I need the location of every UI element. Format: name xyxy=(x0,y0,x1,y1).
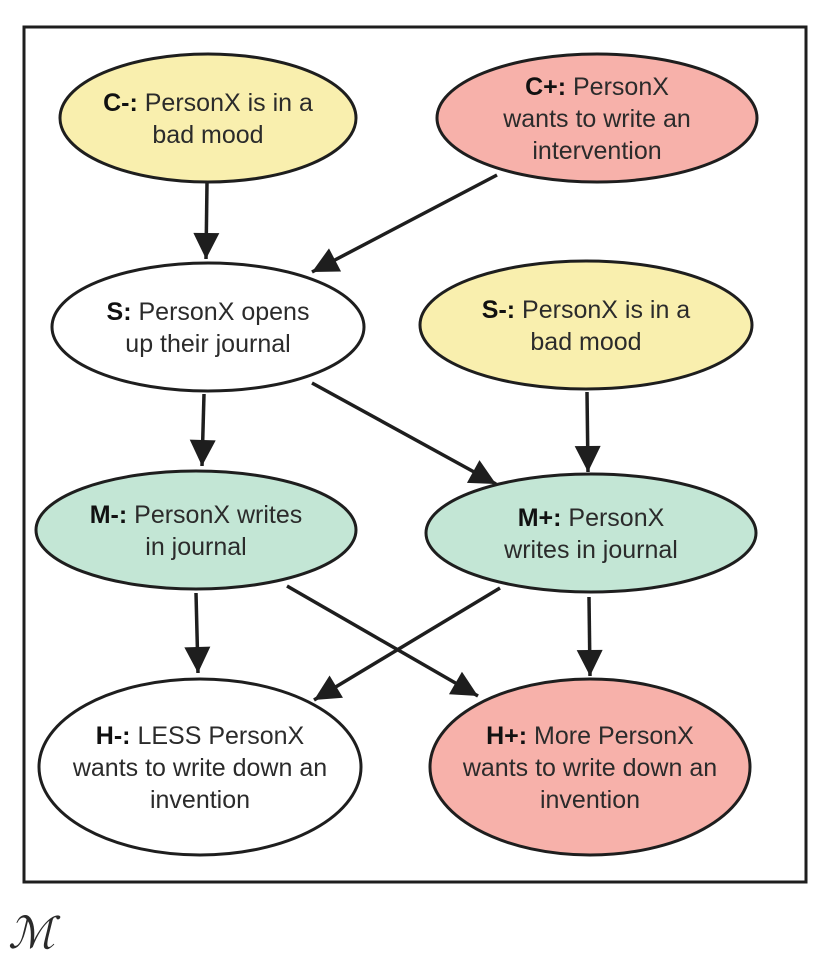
nodes-layer: C-: PersonX is in a bad mood C+: PersonX wa… xyxy=(34,52,759,857)
node-text-line: intervention xyxy=(532,137,661,165)
node-key: S: xyxy=(107,298,132,326)
node-m-plus: M+: PersonX writes in journal xyxy=(424,472,758,594)
node-c-minus-label: C-: PersonX is in a bad mood xyxy=(103,89,313,149)
node-text-line: bad mood xyxy=(152,121,263,149)
node-s-minus-label: S-: PersonX is in a bad mood xyxy=(482,296,691,356)
node-m-minus: M-: PersonX writes in journal xyxy=(34,469,358,591)
node-text-line: wants to write an xyxy=(502,105,691,133)
node-s-minus: S-: PersonX is in a bad mood xyxy=(418,259,754,391)
node-s-ellipse xyxy=(50,261,366,393)
node-text-line: invention xyxy=(150,786,250,814)
node-key: C-: xyxy=(103,89,138,117)
node-s: S: PersonX opens up their journal xyxy=(50,261,366,393)
node-text-line: PersonX writes xyxy=(127,501,302,529)
node-text-line: wants to write down an xyxy=(462,754,717,782)
node-m-plus-label: M+: PersonX writes in journal xyxy=(503,504,678,564)
node-c-plus-ellipse xyxy=(435,52,759,184)
node-h-plus: H+: More PersonX wants to write down an in… xyxy=(428,677,752,857)
node-h-minus: H-: LESS PersonX wants to write down an in… xyxy=(37,677,363,857)
node-text-line: PersonX is in a xyxy=(515,296,690,324)
node-c-minus: C-: PersonX is in a bad mood xyxy=(58,52,358,184)
node-text-line: More PersonX xyxy=(527,722,694,750)
node-s-label: S: PersonX opens up their journal xyxy=(107,298,310,358)
edge-m-plus-to-h-plus xyxy=(576,596,603,677)
edges-layer xyxy=(184,173,603,702)
diagram-frame xyxy=(22,25,808,884)
node-text-line: PersonX xyxy=(566,73,669,101)
edge-m-plus-to-h-minus xyxy=(313,586,501,702)
node-c-plus: C+: PersonX wants to write an intervention xyxy=(435,52,759,184)
node-key: C+: xyxy=(525,73,566,101)
node-text-line: bad mood xyxy=(530,328,641,356)
edge-m-minus-to-h-plus xyxy=(286,584,479,698)
edge-m-minus-to-h-minus xyxy=(184,592,211,674)
edge-s-to-m-plus xyxy=(311,381,497,486)
node-h-minus-ellipse xyxy=(37,677,363,857)
node-text-line: writes in journal xyxy=(503,536,678,564)
node-key: M+: xyxy=(518,504,562,532)
node-m-plus-ellipse xyxy=(424,472,758,594)
node-h-plus-label: H+: More PersonX wants to write down an in… xyxy=(462,722,717,814)
node-h-plus-ellipse xyxy=(428,677,752,857)
node-text-line: wants to write down an xyxy=(72,754,327,782)
node-text-line: in journal xyxy=(145,533,246,561)
edge-s-to-m-minus xyxy=(189,393,216,467)
node-text-line: up their journal xyxy=(125,330,290,358)
node-text-line: invention xyxy=(540,786,640,814)
node-h-minus-label: H-: LESS PersonX wants to write down an in… xyxy=(72,722,327,814)
node-m-minus-ellipse xyxy=(34,469,358,591)
node-c-plus-label: C+: PersonX wants to write an intervention xyxy=(502,73,691,165)
node-text-line: LESS PersonX xyxy=(131,722,305,750)
edge-c-minus-to-s xyxy=(193,182,220,260)
node-key: H-: xyxy=(96,722,131,750)
edge-s-minus-to-m-plus xyxy=(574,391,601,473)
node-s-minus-ellipse xyxy=(418,259,754,391)
monogram-m-icon: ℳ xyxy=(8,908,61,959)
node-text-line: PersonX is in a xyxy=(138,89,313,117)
node-key: H+: xyxy=(486,722,527,750)
node-m-minus-label: M-: PersonX writes in journal xyxy=(90,501,303,561)
node-text-line: PersonX xyxy=(561,504,664,532)
node-key: M-: xyxy=(90,501,127,529)
node-key: S-: xyxy=(482,296,515,324)
node-text-line: PersonX opens xyxy=(132,298,310,326)
node-c-minus-ellipse xyxy=(58,52,358,184)
edge-c-plus-to-s xyxy=(311,173,498,274)
